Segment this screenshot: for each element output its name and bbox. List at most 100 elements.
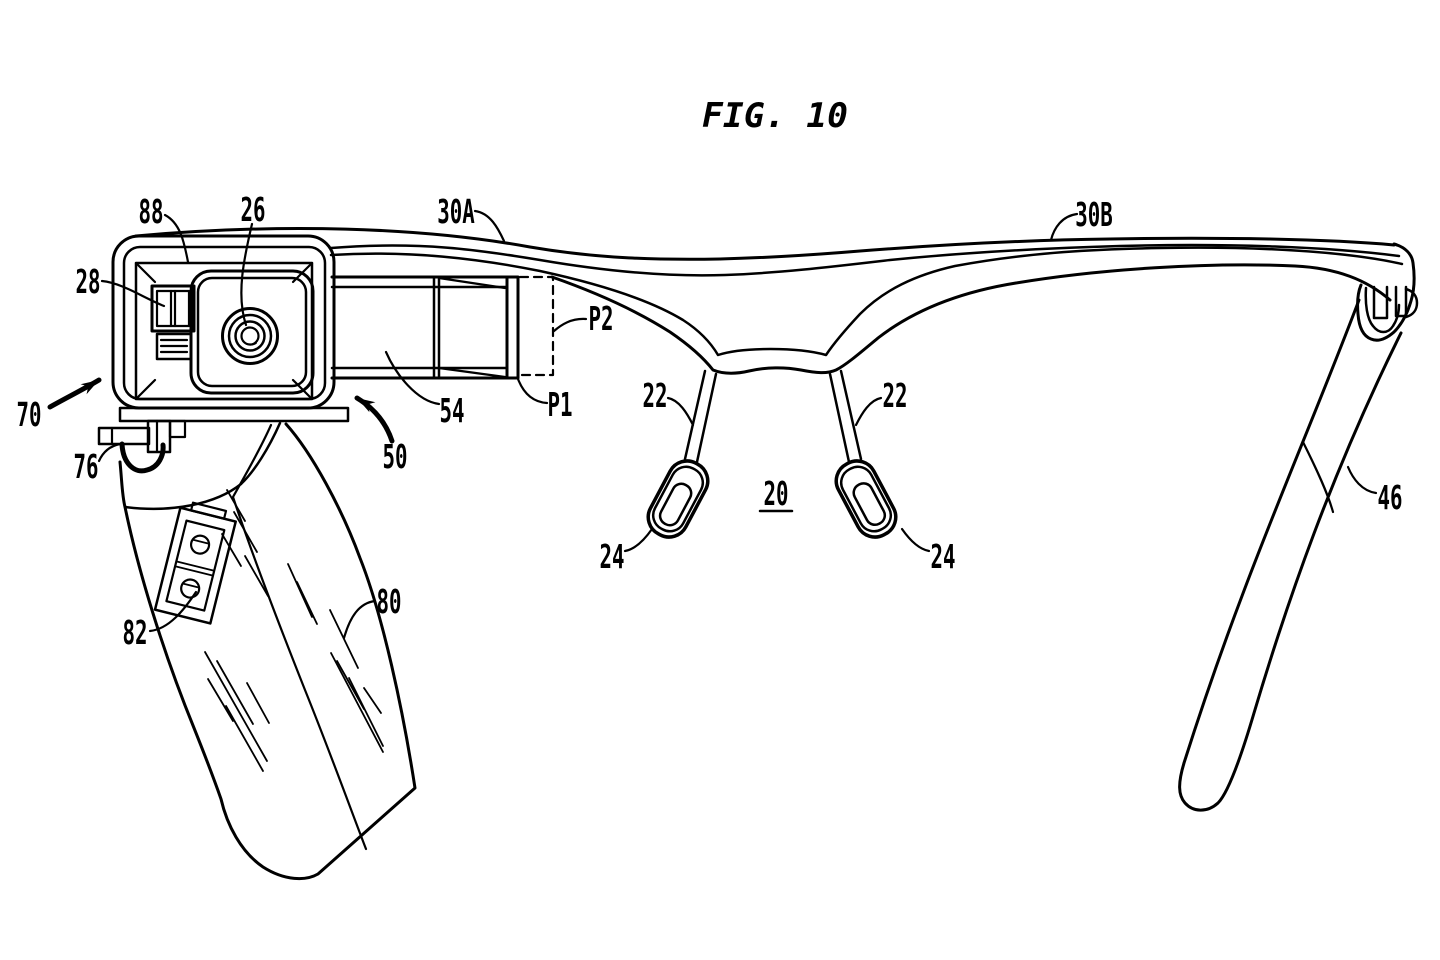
clamp-screw-bottom	[180, 578, 201, 599]
bracket-76	[97, 426, 151, 446]
leader-30a	[473, 209, 506, 243]
camera-block-outer	[189, 269, 315, 395]
ref-label-26: 26	[241, 190, 266, 229]
hinge-knuckle-bump	[1404, 287, 1419, 319]
ref-label-88: 88	[139, 192, 164, 231]
battery-arm	[118, 421, 417, 881]
panel-bevel-bl	[134, 378, 157, 401]
sensor-28-inner	[155, 289, 191, 328]
frame-band-line-3	[329, 246, 1404, 357]
vent-outer	[155, 332, 193, 361]
ref-label-76: 76	[74, 447, 99, 486]
battery-arm-outline	[118, 422, 417, 881]
frame-band-bottom-edge	[550, 263, 1392, 375]
nose-pad-right	[834, 459, 898, 539]
sensor-28-outer	[150, 284, 196, 333]
frame-band	[134, 226, 1404, 375]
ref-label-70: 70	[17, 395, 42, 434]
nose-assembly	[646, 369, 898, 539]
nose-pad-left-outer	[646, 459, 710, 539]
hinge-loop-76	[119, 441, 166, 474]
nose-arm-left-inner	[695, 372, 718, 464]
leader-lines	[97, 209, 1378, 640]
nose-arm-left-outer	[683, 369, 707, 461]
battery-arm-crease	[231, 423, 368, 851]
clamp-step-lines	[174, 560, 216, 577]
temple-inner-contour	[1301, 440, 1335, 514]
ref-label-82: 82	[123, 613, 148, 652]
hinge-slot-right	[1394, 285, 1408, 318]
prism-wedge-bottom	[437, 366, 507, 379]
prism-wedge-top	[437, 276, 507, 290]
ref-label-28: 28	[76, 262, 101, 301]
nose-pad-right-inner	[852, 482, 887, 527]
leader-88	[163, 213, 190, 264]
leader-24-left	[623, 527, 654, 553]
ref-label-24-left: 24	[600, 537, 625, 576]
clamp-screw-top-slot	[192, 538, 210, 545]
right-hinge	[1356, 242, 1419, 342]
ref-label-22-right: 22	[883, 376, 908, 415]
clamp-screw-top	[189, 534, 211, 555]
camera-block-inner	[196, 276, 308, 388]
leader-54	[384, 350, 441, 406]
ref-label-54: 54	[440, 391, 465, 430]
battery-arm-neck-edge	[239, 421, 282, 486]
leader-24-right	[900, 527, 931, 553]
nose-arm-right-inner	[828, 372, 851, 464]
prism-end-cap	[505, 275, 520, 380]
leader-p2	[552, 317, 588, 333]
leader-46	[1346, 465, 1378, 495]
clamp-screw-bottom-slot	[182, 582, 200, 589]
nose-pad-left-inner	[658, 482, 693, 527]
temple-outline	[1178, 298, 1403, 812]
leader-22-left	[666, 396, 695, 427]
nose-pad-right-mid	[839, 465, 893, 533]
frame-band-line-2	[329, 243, 1401, 277]
connector-tab-1	[146, 419, 172, 454]
camera-module	[97, 234, 350, 474]
ref-label-24-right: 24	[931, 537, 956, 576]
nose-arm-right-outer	[839, 369, 863, 461]
connector-tab-2	[168, 419, 187, 439]
ref-label-20: 20	[764, 474, 789, 513]
display-arm	[330, 275, 555, 380]
leader-30b	[1049, 212, 1079, 242]
ref-label-30B: 30B	[1075, 195, 1113, 234]
arrow-50	[354, 395, 395, 444]
hinge-cap-outline	[1356, 242, 1416, 342]
leader-28	[100, 279, 166, 308]
camera-lens-ring-1	[221, 307, 279, 365]
shine-hatch-lines	[204, 489, 384, 772]
hinge-slot-left	[1372, 285, 1389, 320]
panel-bevel-tl	[134, 261, 157, 284]
ref-label-P2: P2	[589, 299, 614, 338]
direction-arrows	[47, 377, 395, 444]
arrow-70	[47, 377, 102, 410]
leader-80	[342, 599, 377, 640]
nose-pad-left	[646, 459, 710, 539]
prism-divider	[432, 275, 441, 380]
ref-label-46: 46	[1378, 478, 1403, 517]
frame-band-top-edge	[134, 226, 1396, 261]
ref-label-P1: P1	[548, 385, 573, 424]
battery-arm-shoulder	[123, 482, 243, 511]
prism-position-p2-dashed	[518, 275, 555, 377]
leader-p1	[516, 377, 549, 405]
camera-lens-ring-2	[227, 313, 273, 359]
nose-pad-right-outer	[834, 459, 898, 539]
ref-label-22-left: 22	[643, 376, 668, 415]
ref-label-80: 80	[377, 582, 402, 621]
right-temple-arm	[1178, 298, 1403, 812]
leader-26	[240, 222, 254, 327]
ref-label-50: 50	[383, 437, 408, 476]
leader-76	[97, 442, 122, 463]
module-base-plate	[118, 406, 350, 423]
figure-title: FIG. 10	[702, 96, 848, 136]
ref-label-30A: 30A	[437, 192, 475, 231]
vent-slats	[159, 338, 189, 354]
leader-82	[148, 590, 198, 633]
